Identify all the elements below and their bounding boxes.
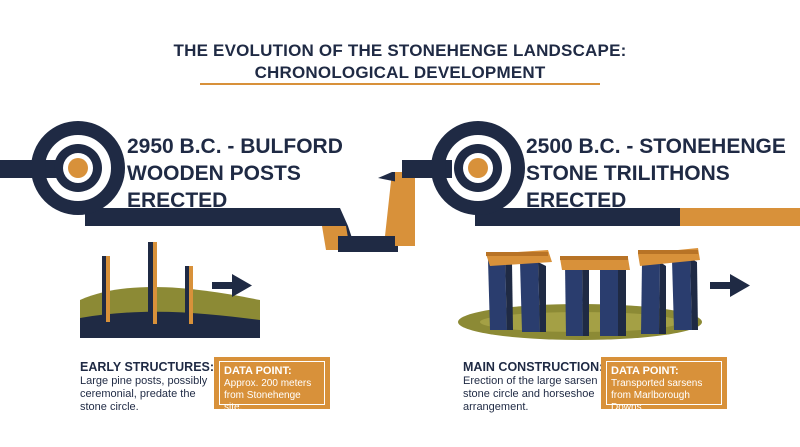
section-body-main-construction: Erection of the large sarsen stone circl… [463, 375, 598, 413]
data-point-text: Approx. 200 meters from Stonehenge site. [224, 378, 312, 413]
data-point-label: DATA POINT: [224, 365, 292, 377]
milestone-node-icon [31, 121, 125, 215]
arrow-right-icon [212, 274, 252, 297]
section-label-main-construction: MAIN CONSTRUCTION: [463, 360, 604, 374]
title-line-1: THE EVOLUTION OF THE STONEHENGE LANDSCAP… [173, 41, 627, 60]
data-point-text: Transported sarsens from Marlborough Dow… [611, 378, 703, 425]
section-label-early-structures: EARLY STRUCTURES: [80, 360, 215, 374]
title-line-2: CHRONOLOGICAL DEVELOPMENT [254, 63, 546, 82]
data-point-box-2: DATA POINT: Transported sarsens from Mar… [601, 357, 727, 425]
milestone-node-icon [431, 121, 525, 215]
trilithon-illustration [458, 248, 702, 340]
wooden-posts-illustration [80, 242, 260, 338]
milestone-heading-2: 2500 B.C. - STONEHENGE STONE TRILITHONS … [526, 135, 786, 212]
milestone-heading-1: 2950 B.C. - BULFORD WOODEN POSTS ERECTED [127, 135, 343, 212]
data-point-box-1: DATA POINT: Approx. 200 meters from Ston… [214, 357, 330, 413]
arrow-right-icon [710, 274, 750, 297]
page-title: THE EVOLUTION OF THE STONEHENGE LANDSCAP… [0, 40, 800, 84]
data-point-label: DATA POINT: [611, 365, 679, 377]
section-body-early-structures: Large pine posts, possibly ceremonial, p… [80, 375, 208, 413]
title-underline [200, 83, 600, 85]
